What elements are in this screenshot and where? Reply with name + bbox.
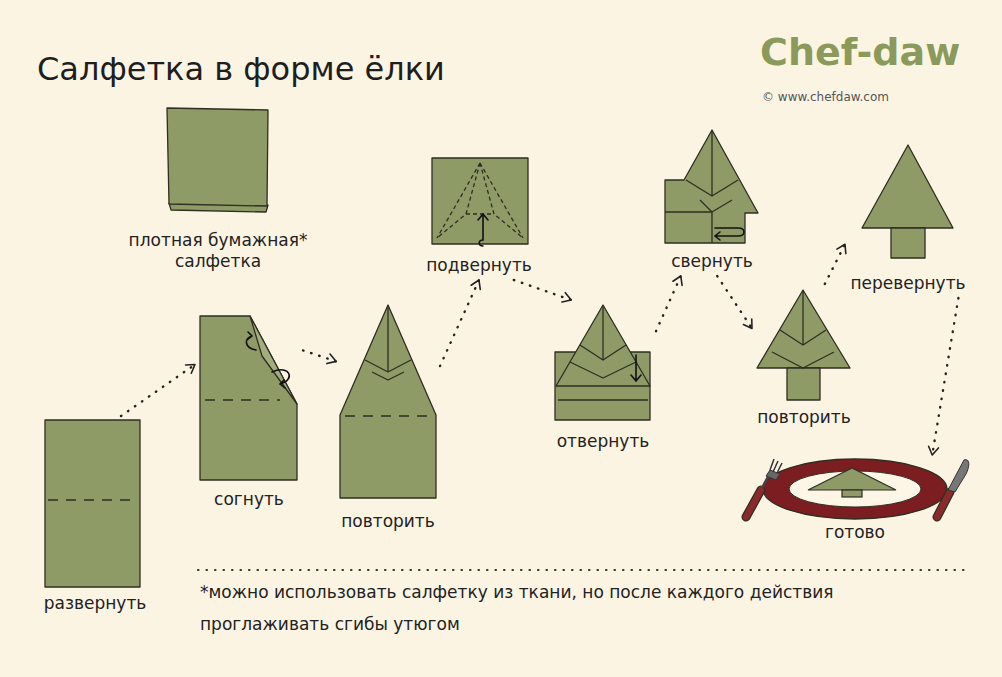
napkin-folded: [200, 316, 297, 480]
fork-tines: [770, 459, 782, 473]
dotted-arrow: [514, 280, 571, 300]
fold-line: [437, 163, 523, 238]
step-box: повторить: [336, 300, 440, 536]
step-caption: повторить: [757, 407, 851, 432]
dotted-arrow: [932, 298, 958, 455]
step-caption: согнуть: [214, 489, 284, 514]
step-caption: развернуть: [44, 593, 147, 618]
napkin-unfolded: [45, 420, 140, 587]
knife-handle: [937, 492, 950, 517]
fold-line: [345, 415, 430, 416]
fold-line: [387, 305, 388, 372]
footnote: *можно использовать салфетку из ткани, н…: [200, 576, 920, 640]
step-caption: готово: [825, 522, 885, 547]
knife: [937, 460, 969, 517]
step-caption: свернуть: [671, 251, 753, 276]
fold-line: [602, 305, 603, 360]
dotted-arrow: [656, 276, 681, 331]
fold-line: [570, 362, 636, 378]
step-box: готово: [738, 455, 972, 547]
fold-arrow: [246, 332, 256, 350]
dotted-arrow: [440, 280, 479, 366]
napkin-tree: [757, 290, 850, 368]
napkin-tree: [665, 130, 758, 243]
fold-line: [205, 399, 280, 400]
napkin-trunk: [787, 368, 820, 400]
fold-line: [711, 130, 712, 196]
napkin-square: [432, 158, 528, 244]
knife-blade: [948, 460, 969, 492]
napkin-square: [167, 108, 268, 206]
step-box: развернуть: [39, 416, 152, 618]
copyright: © www.chefdaw.com: [762, 90, 889, 104]
fold-line: [665, 212, 712, 243]
fold-arrow: [631, 355, 641, 381]
knife-handle-outline: [937, 492, 950, 517]
step-caption: отвернуть: [557, 431, 650, 456]
step-caption: плотная бумажная* салфетка: [118, 230, 318, 277]
step-box: отвернуть: [550, 300, 656, 456]
napkin-tree: [862, 145, 953, 228]
fold-guides: [437, 163, 523, 238]
napkin-house: [340, 305, 436, 498]
step-caption: повторить: [341, 511, 435, 536]
napkin-trunk: [891, 228, 925, 258]
napkin-tree: [808, 468, 896, 490]
fold-line: [772, 352, 834, 368]
title: Салфетка в форме ёлки: [37, 50, 445, 88]
step-box: плотная бумажная* салфетка: [113, 104, 323, 276]
step-box: согнуть: [195, 312, 303, 514]
fold-arrow: [272, 370, 289, 388]
plate: [763, 459, 947, 519]
dotted-arrow: [717, 276, 752, 328]
fork-handle: [746, 490, 761, 517]
fold-line: [802, 290, 803, 345]
logo: Chef-daw: [760, 30, 960, 76]
fork: [746, 459, 782, 517]
step-box: подвернуть: [421, 154, 537, 280]
fold-line: [558, 399, 648, 400]
napkin-flap: [250, 316, 297, 404]
napkin-trunk: [842, 490, 862, 497]
fold-line: [48, 499, 135, 500]
step-box: повторить: [752, 284, 856, 432]
step-caption: подвернуть: [426, 255, 532, 280]
step-box: перевернуть: [845, 140, 971, 298]
fold-arrow: [478, 214, 488, 246]
fork-handle-outline: [746, 490, 761, 517]
dotted-arrow: [303, 350, 336, 361]
dotted-arrow: [121, 365, 195, 416]
fold-arrows: [246, 214, 744, 388]
step-caption: перевернуть: [850, 273, 965, 298]
fold-line: [372, 372, 404, 380]
dotted-arrow: [825, 244, 845, 284]
step-box: свернуть: [660, 126, 764, 276]
fold-arrow: [715, 228, 744, 240]
fold-line: [700, 200, 732, 212]
dotted-rule: [198, 569, 970, 571]
napkin-tree-top: [556, 305, 650, 386]
